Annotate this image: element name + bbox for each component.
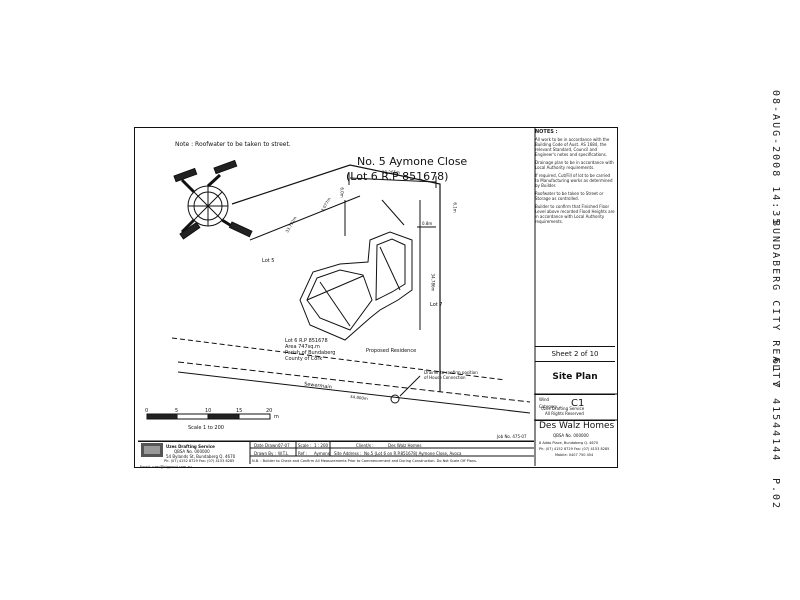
address-line-1: No. 5 Aymone Close [357, 155, 468, 168]
rights: All Rights Reserved [545, 411, 584, 416]
note-item: Drainage plan to be in accordance with L… [535, 160, 614, 170]
road-line-2 [177, 371, 531, 414]
roofwater-note: Note : Roofwater to be taken to street. [175, 141, 291, 148]
drawn-value: W.T.L [278, 451, 289, 456]
firm-email: Email: uzes@bigpond.com.au [140, 465, 192, 469]
job-number: Job No. 475-07 [497, 434, 527, 439]
category-label: Category [539, 404, 558, 409]
note-item: If required, Cut/Fill of lot to be carri… [535, 173, 613, 188]
ref-value: Aymone [314, 451, 331, 456]
drawn-label: Drawn By : [254, 451, 276, 456]
scale-unit: m [274, 414, 279, 420]
client-label: Client/s : [356, 443, 374, 448]
drawing-sheet [134, 127, 618, 468]
lot-7-label: Lot 7 [430, 302, 443, 308]
fax-phone: 61 7 41544144 [770, 358, 781, 463]
drainer-note: Drainer to confirm position of House Con… [424, 370, 478, 380]
fax-page: P.02 [770, 478, 781, 511]
company-block: Uzes Drafting Service All Rights Reserve… [535, 406, 615, 464]
drainer-note-line: of House Connection [424, 375, 466, 380]
firm-name: Uzes Drafting Service [166, 444, 215, 449]
dim-setback: 0.8m [422, 221, 433, 226]
client-value: Des Walz Homes [388, 443, 422, 448]
residence-label: Proposed Residence [366, 348, 417, 354]
note-item: Roofwater to be taken to Street or Stora… [535, 191, 604, 201]
house-outline [299, 231, 413, 341]
dim-right-top: 6.1m [452, 202, 458, 213]
lot-info-line: Parish of Bundaberg [285, 350, 336, 356]
company-mobile: Mobile: 0407 750 454 [555, 453, 594, 457]
note-item: Builder to confirm that Finished Floor L… [535, 204, 615, 224]
scale-label: Scale 1 to 200 [188, 425, 224, 431]
house-roof-1 [375, 238, 406, 301]
scale-tick: 20 [266, 408, 273, 414]
firm-phone: Ph: (07) 4152 8729 Fax: (07) 4153 8285 [164, 459, 235, 463]
scale-tick: 10 [205, 408, 212, 414]
title-block: Uzes Drafting Service QBSA No. 000000 54… [138, 441, 534, 469]
sheet-number: Sheet 2 of 10 [535, 346, 615, 362]
firm-lic: QBSA No. 000000 [174, 449, 210, 454]
builder-note: N.B. : Builder to Check and Confirm All … [252, 459, 478, 463]
copyright: Uzes Drafting Service [541, 406, 585, 411]
lot-5-label: Lot 5 [262, 258, 275, 264]
wind-category: Wind Category C1 [535, 394, 615, 421]
wind-label: Wind [539, 397, 550, 402]
lot-info: Lot 6 R.P 851678 Area 747sq.m Parish of … [285, 338, 335, 362]
company-lic: QBSA No. 000000 [553, 433, 589, 438]
site-value: No.5 (Lot 6 on R.P.851678) Aymone Close,… [364, 451, 462, 456]
house-roof-2 [306, 269, 373, 331]
address-line-2: (Lot 6 R.P 851678) [346, 170, 449, 183]
dim-right: 34.786m [430, 273, 436, 292]
scale-field-value: 1 : 200 [314, 443, 329, 448]
wind-value: C1 [571, 398, 585, 409]
firm-address: 54 Bylands St, Bundaberg Q. 4670 [166, 454, 236, 459]
drainer-note-line: Drainer to confirm position [424, 370, 478, 375]
scale-tick: 0 [145, 408, 149, 414]
lot-boundary [231, 164, 441, 392]
fax-datetime: 08-AUG-2008 14:35 [770, 90, 781, 227]
scale-tick: 15 [236, 408, 243, 414]
dim-left-set: 6.0m [339, 187, 345, 198]
site-label: Site Address : [334, 451, 362, 456]
dim-top: 10.265m [382, 170, 400, 175]
company-name: Des Walz Homes [539, 421, 615, 431]
date-value: 07-07 [278, 443, 290, 448]
lot-info-line: Lot 6 R.P 851678 [285, 338, 328, 344]
lot-info-line: County of Cork [285, 356, 323, 362]
notes-panel: NOTES : All work to be in accordance wit… [535, 130, 615, 340]
sheet-title: Site Plan [535, 360, 615, 395]
fax-header: 08-AUG-2008 14:35 BUNDABERG CITY REALTY … [770, 90, 794, 510]
lot-info-line: Area 747sq.m [285, 344, 320, 350]
ref-label: Ref : [298, 451, 308, 456]
company-phone: Ph: (07) 4152 8729 Fax: (07) 4153 8285 [539, 447, 610, 451]
fax-sender: BUNDABERG CITY REALTY [770, 220, 781, 389]
company-address: 8 Addo Place, Bundaberg Q. 4670 [539, 441, 599, 445]
note-item: All work to be in accordance with the Bu… [535, 137, 610, 157]
road-line-1 [177, 361, 531, 403]
date-label: Date Drawn : [254, 443, 281, 448]
notes-heading: NOTES : [535, 129, 558, 135]
scale-tick: 5 [175, 408, 179, 414]
scale-field-label: Scale : [298, 443, 312, 448]
